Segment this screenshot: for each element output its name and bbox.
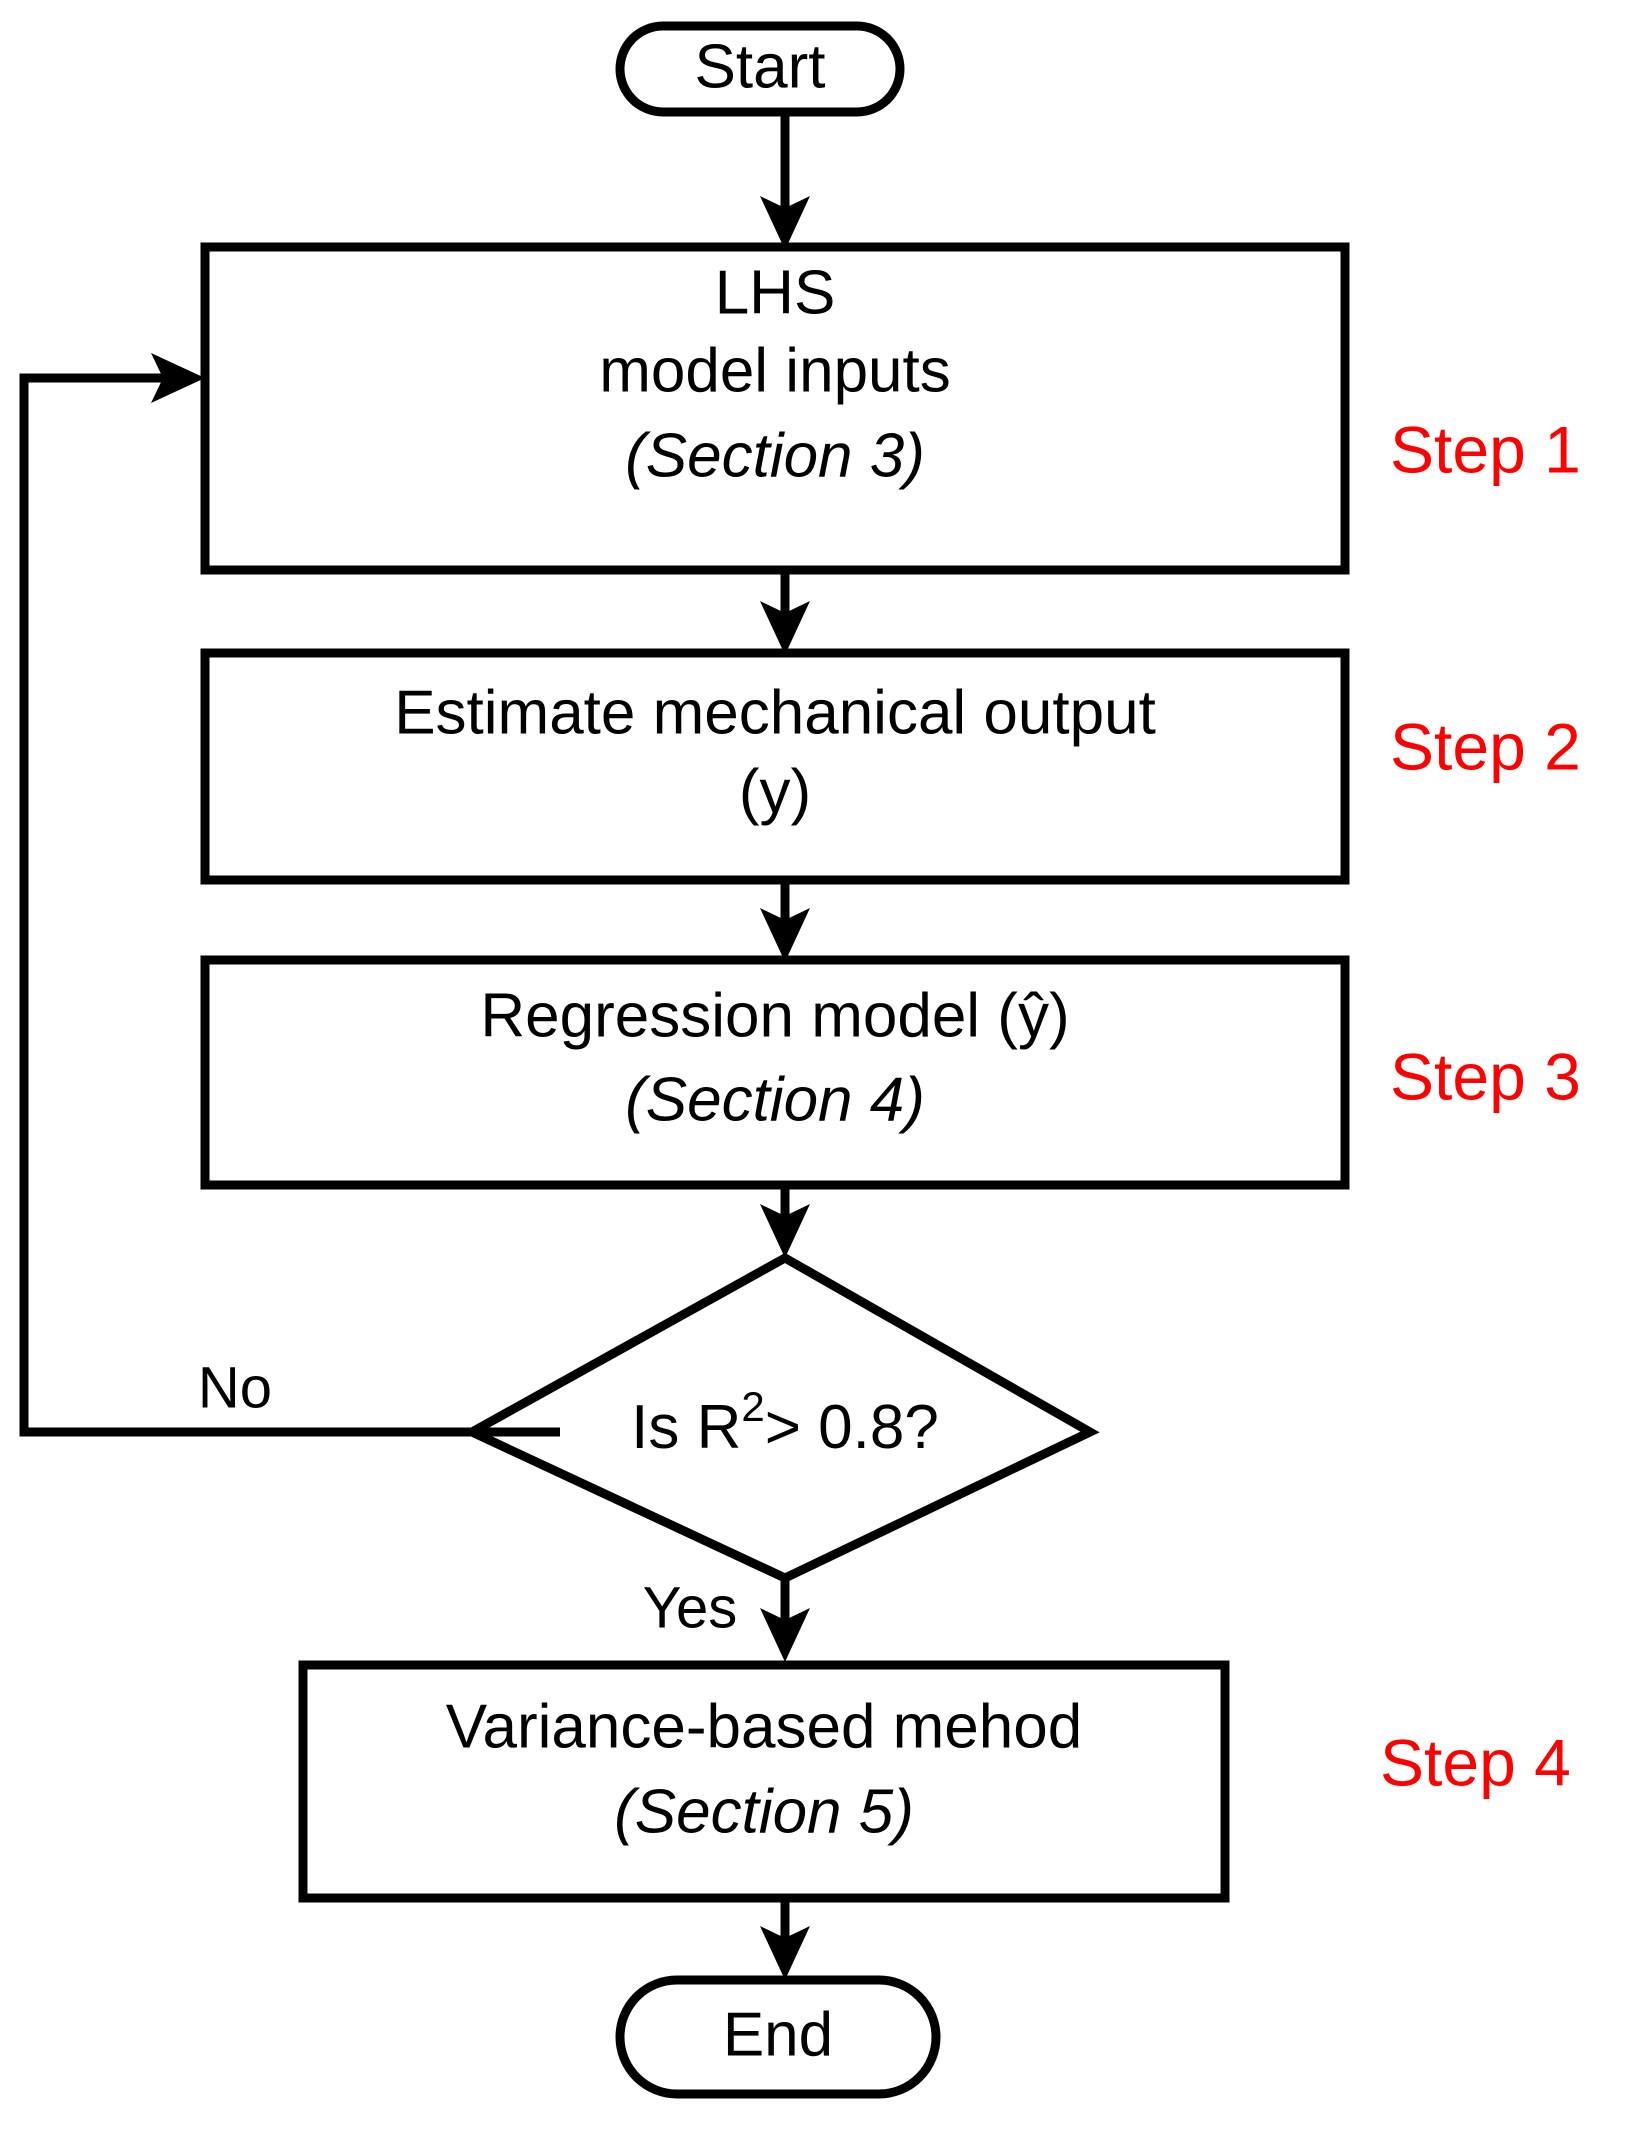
- node-step2-process[interactable]: Estimate mechanical output (y): [200, 648, 1350, 885]
- step-annotation-1: Step 1: [1390, 412, 1581, 486]
- connector-step1-to-step2: [760, 570, 810, 655]
- node-end[interactable]: End: [615, 1975, 941, 2099]
- step-annotation-2: Step 2: [1390, 709, 1581, 783]
- node-start[interactable]: Start: [615, 21, 905, 117]
- connector-decision-no-feedback-loop: [19, 353, 560, 1437]
- step-annotation-4: Step 4: [1380, 1725, 1571, 1799]
- edge-label-yes: Yes: [643, 1575, 738, 1640]
- node-step2-line2: (y): [739, 757, 811, 826]
- node-decision[interactable]: Is R2> 0.8?: [462, 1252, 1100, 1583]
- connector-step3-to-decision: [760, 1185, 810, 1258]
- node-step3-line2: (Section 4): [625, 1065, 925, 1134]
- node-step3-process[interactable]: Regression model (ŷ) (Section 4): [200, 955, 1350, 1190]
- decision-superscript: 2: [741, 1383, 764, 1430]
- node-step1-line1: LHS: [715, 258, 836, 327]
- decision-prefix: Is R: [631, 1393, 741, 1462]
- node-step2-line1: Estimate mechanical output: [394, 678, 1156, 747]
- connector-step4-to-end: [760, 1900, 810, 1980]
- node-decision-label: Is R2> 0.8?: [631, 1383, 939, 1462]
- node-step4-process[interactable]: Variance-based mehod (Section 5): [298, 1660, 1230, 1903]
- node-step1-line2: model inputs: [599, 336, 951, 405]
- node-step1-line3: (Section 3): [625, 421, 925, 490]
- connector-decision-yes-to-step4: [760, 1578, 810, 1662]
- decision-suffix: > 0.8?: [765, 1393, 939, 1462]
- connector-step2-to-step3: [760, 880, 810, 962]
- connector-start-to-step1: [760, 112, 810, 250]
- node-step4-line2: (Section 5): [614, 1777, 914, 1846]
- node-end-label: End: [723, 2000, 833, 2069]
- node-step4-line1: Variance-based mehod: [446, 1692, 1082, 1761]
- node-step1-process[interactable]: LHS model inputs (Section 3): [200, 242, 1350, 575]
- step-annotation-3: Step 3: [1390, 1039, 1581, 1113]
- edge-label-no: No: [198, 1355, 272, 1420]
- node-start-label: Start: [695, 32, 826, 101]
- node-step3-line1: Regression model (ŷ): [480, 981, 1069, 1050]
